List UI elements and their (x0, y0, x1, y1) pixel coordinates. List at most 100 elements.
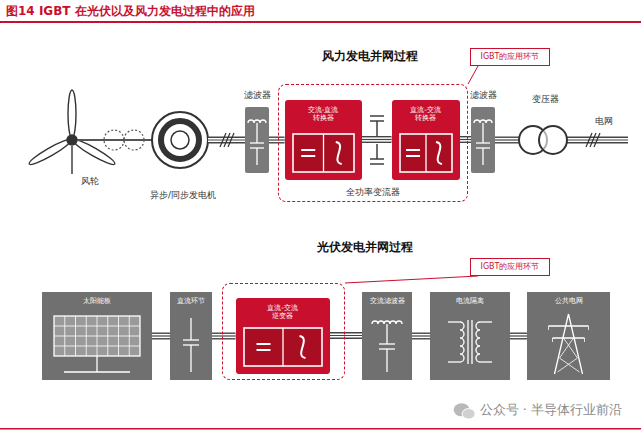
conv-icon (293, 134, 354, 172)
node-text: 交流-直流 转换器 (306, 106, 340, 123)
connector-group (460, 139, 472, 140)
section-title: 光伏发电并网过程 (317, 240, 413, 254)
phase-slashes (228, 133, 234, 147)
wechat-icon (454, 403, 476, 419)
pylon-icon (549, 326, 589, 342)
frame-rule (0, 428, 641, 430)
wind-turbine (27, 137, 73, 168)
cap-icon (183, 339, 199, 340)
wind-turbine (71, 146, 72, 174)
power-line (510, 333, 527, 340)
connector-group (468, 66, 478, 84)
power-line (412, 335, 430, 336)
cap-icon (190, 345, 191, 372)
part-label: 风轮 (81, 176, 99, 187)
shaft-coupling (124, 130, 144, 150)
connector-group (510, 336, 527, 337)
solar-icon (96, 356, 97, 372)
pylon-icon (555, 314, 583, 374)
shaft-coupling (77, 130, 152, 150)
conv-icon (400, 134, 452, 172)
node-text: 太阳能板 (42, 297, 152, 305)
pylon-icon (527, 292, 610, 380)
lc-icon (379, 343, 395, 344)
wind-turbine (27, 90, 117, 174)
part-label: 变压器 (532, 94, 559, 105)
xfmr-icon (467, 320, 468, 364)
node-text: 全功率变流器 (279, 187, 467, 198)
conv-icon (299, 336, 305, 358)
power-line (152, 333, 170, 340)
capacitor-symbol (370, 163, 384, 164)
group-frame: 直流-交流 逆变器 (222, 283, 345, 380)
lcV-icon (471, 107, 495, 173)
power-line (212, 335, 236, 336)
conv-icon (406, 149, 420, 151)
power-line (330, 332, 363, 339)
node-text: 滤波器 (451, 90, 515, 101)
converter-box: 直流-交流 转换器 (392, 100, 460, 180)
transformer-symbol (539, 126, 567, 154)
solar-icon (42, 292, 152, 380)
node-text: 电流隔离 (430, 297, 510, 305)
filter-box: 滤波器 (245, 107, 269, 173)
lcV-icon (245, 107, 269, 173)
power-line (152, 334, 170, 338)
lcV-icon (248, 120, 266, 165)
xfmr-icon (471, 320, 472, 364)
figure-title: 图14 IGBT 在光伏以及风力发电过程中的应用 (6, 4, 255, 18)
conv-icon (244, 328, 322, 366)
lc-icon (372, 321, 402, 324)
power-line (362, 137, 392, 141)
lcV-icon (476, 142, 490, 143)
group-frame: 交流-直流 转换器 直流-交流 转换器全功率变流器 (278, 84, 468, 202)
solar-icon (54, 326, 140, 327)
lc-icon (386, 324, 387, 344)
node-text: 直流-交流 逆变器 (266, 304, 300, 321)
capacitor-symbol (370, 120, 384, 121)
leader-line (345, 276, 478, 283)
capacitor-symbol (370, 115, 384, 116)
lcV-icon (474, 120, 492, 165)
capacitor-symbol (370, 158, 384, 159)
xfmr-icon (448, 361, 460, 362)
conv-icon (293, 134, 354, 172)
xfmr-icon (460, 322, 464, 362)
node-text: 直流环节 (170, 297, 212, 305)
power-line (412, 333, 430, 340)
process-box: 电流隔离 (430, 292, 510, 380)
conv-icon (322, 134, 323, 172)
conv-icon (406, 155, 420, 157)
power-line (495, 139, 519, 140)
solar-icon (54, 336, 140, 337)
wind-turbine (67, 135, 77, 145)
cap-icon (170, 292, 212, 380)
pylon-icon (549, 326, 589, 338)
xfmr-icon (430, 292, 510, 380)
power-line (495, 138, 519, 142)
lc-icon (386, 349, 387, 372)
lcV-icon (256, 123, 257, 143)
power-line (510, 335, 527, 336)
connector-group (269, 140, 285, 141)
pylon-icon (558, 338, 580, 372)
generator-symbol (171, 131, 189, 149)
phase-slashes (594, 133, 600, 147)
capacitor-symbol (376, 121, 377, 136)
power-line (495, 137, 519, 144)
xfmr-icon (480, 321, 492, 322)
power-line (330, 335, 363, 336)
conv-icon (282, 328, 283, 366)
power-line (460, 136, 472, 143)
conv-icon (244, 328, 322, 366)
generator-symbol (152, 112, 208, 168)
connector-group (345, 276, 478, 283)
generator-symbol (161, 121, 199, 159)
power-line (269, 137, 285, 144)
shaft-coupling (77, 139, 152, 141)
pylon-icon (549, 314, 589, 374)
lc-icon (362, 292, 412, 380)
lcV-icon (256, 148, 257, 165)
process-box: 交流滤波器 (362, 292, 412, 380)
